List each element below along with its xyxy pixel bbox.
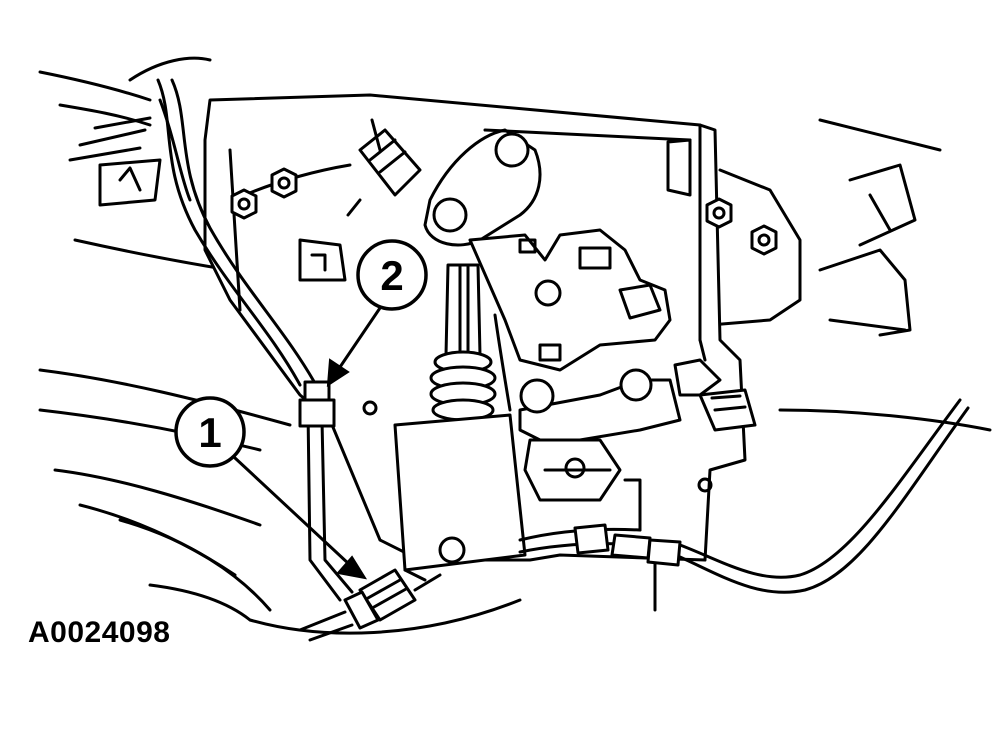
upper-rod-clip [346, 118, 422, 217]
nut-right [705, 197, 733, 229]
nut-upper [270, 167, 298, 199]
callout-2-leader [336, 306, 382, 372]
upper-lever-arm [423, 123, 702, 342]
door-inner-panel [38, 56, 992, 635]
figure-id-label: A0024098 [28, 616, 171, 649]
callout-1-circle [174, 396, 246, 468]
callout-1-arrowhead [336, 555, 368, 580]
callout-2: 2 [326, 239, 428, 387]
right-rod-connector [673, 338, 757, 432]
nut-left [230, 188, 258, 220]
electrical-connector [298, 568, 442, 642]
callout-1-label: 1 [198, 409, 221, 456]
door-lock-actuator [393, 413, 527, 582]
latch-mechanism [468, 228, 682, 502]
callout-1: 1 [174, 396, 368, 580]
cable-sleeves [573, 523, 682, 567]
callout-2-circle [356, 239, 428, 311]
nut-far-right [750, 224, 778, 256]
callout-2-arrowhead [326, 358, 350, 387]
mounting-nuts [230, 167, 778, 256]
harness-clip [298, 380, 336, 428]
callout-1-leader [233, 456, 352, 567]
callout-2-label: 2 [380, 252, 403, 299]
